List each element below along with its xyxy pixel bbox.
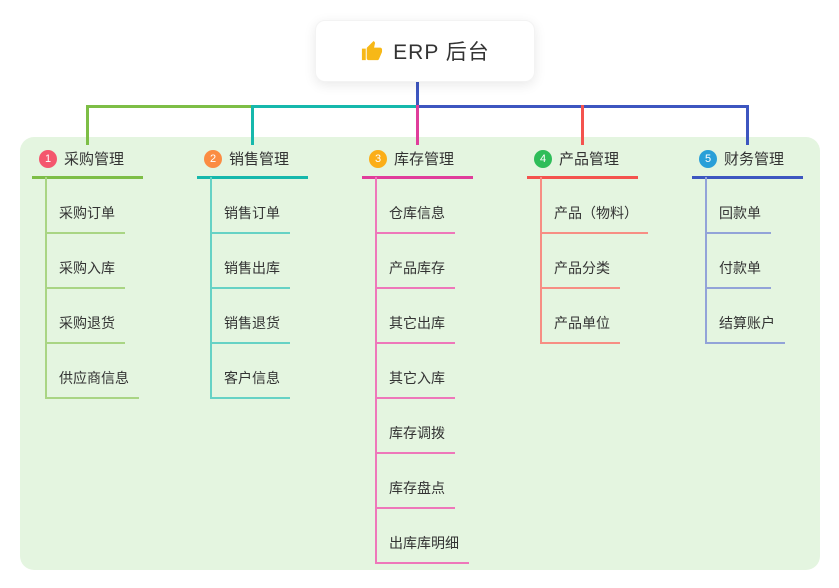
branch-trunk-line [540,177,542,344]
mindmap-node[interactable]: 产品分类 [540,258,620,289]
branch-item-row: 产品分类 [527,234,687,289]
mindmap-node[interactable]: 结算账户 [705,313,785,344]
mindmap-node[interactable]: 出库库明细 [375,533,469,564]
branch-column: 3 库存管理 仓库信息产品库存其它出库其它入库库存调拨库存盘点出库库明细 [362,148,522,564]
branch-title: 库存管理 [394,151,455,168]
mindmap-node[interactable]: 采购入库 [45,258,125,289]
mindmap-node[interactable]: 库存调拨 [375,423,455,454]
branch-item-row: 产品单位 [527,289,687,344]
branch-drop-line [251,105,254,145]
branch-number-badge: 2 [204,149,222,168]
mindmap-node[interactable]: 仓库信息 [375,203,455,234]
branch-column: 5 财务管理 回款单付款单结算账户 [692,148,839,344]
mindmap-node[interactable]: 客户信息 [210,368,290,399]
branch-item-row: 采购订单 [32,179,192,234]
mindmap-node[interactable]: 产品（物料） [540,203,648,234]
branch-drop-line [416,105,419,145]
branch-number-badge: 3 [369,149,387,168]
branch-item-row: 库存盘点 [362,454,522,509]
mindmap-node[interactable]: 库存盘点 [375,478,455,509]
thumbs-up-icon [362,40,383,60]
branch-item-row: 销售订单 [197,179,357,234]
branch-header-node[interactable]: 5 财务管理 [692,148,804,179]
branch-drop-line [581,105,584,145]
branch-column: 4 产品管理 产品（物料） 产品分类产品单位 [527,148,687,344]
branch-item-row: 销售出库 [197,234,357,289]
branch-item-row: 付款单 [692,234,839,289]
branch-item-row: 供应商信息 [32,344,192,399]
branch-title: 采购管理 [64,151,125,168]
mindmap-node[interactable]: 产品单位 [540,313,620,344]
branch-items: 采购订单采购入库采购退货供应商信息 [32,177,192,399]
branch-items: 产品（物料） 产品分类产品单位 [527,177,687,344]
root-node-title: ERP 后台 [393,41,490,64]
branch-trunk-line [375,177,377,564]
branch-item-row: 仓库信息 [362,179,522,234]
mindmap-node[interactable]: 供应商信息 [45,368,139,399]
mindmap-node[interactable]: 采购退货 [45,313,125,344]
branch-items: 回款单付款单结算账户 [692,177,839,344]
branch-item-row: 结算账户 [692,289,839,344]
mindmap-node[interactable]: 销售退货 [210,313,290,344]
branch-item-row: 库存调拨 [362,399,522,454]
mindmap-node[interactable]: 回款单 [705,203,771,234]
branch-item-row: 产品（物料） [527,179,687,234]
branch-drop-line [86,105,89,145]
branch-column: 1 采购管理 采购订单采购入库采购退货供应商信息 [32,148,192,399]
branch-header-node[interactable]: 2 销售管理 [197,148,309,179]
branch-item-row: 采购入库 [32,234,192,289]
mindmap-node[interactable]: 其它出库 [375,313,455,344]
branch-column: 2 销售管理 销售订单销售出库销售退货客户信息 [197,148,357,399]
branches-panel [20,137,820,570]
branch-rail-left [86,105,254,108]
branch-header-node[interactable]: 1 采购管理 [32,148,144,179]
branch-item-row: 出库库明细 [362,509,522,564]
branch-item-row: 其它出库 [362,289,522,344]
mindmap-node[interactable]: 付款单 [705,258,771,289]
branch-trunk-line [705,177,707,344]
branch-item-row: 回款单 [692,179,839,234]
root-node-erp[interactable]: ERP 后台 [315,20,535,82]
branch-item-row: 其它入库 [362,344,522,399]
branch-title: 产品管理 [559,151,620,168]
mindmap-node[interactable]: 产品库存 [375,258,455,289]
branch-trunk-line [45,177,47,399]
branch-number-badge: 4 [534,149,552,168]
branch-title: 财务管理 [724,151,785,168]
branch-header-node[interactable]: 4 产品管理 [527,148,639,179]
branch-number-badge: 1 [39,149,57,168]
mindmap-node[interactable]: 其它入库 [375,368,455,399]
branch-item-row: 销售退货 [197,289,357,344]
mindmap-node[interactable]: 销售订单 [210,203,290,234]
branch-title: 销售管理 [229,151,290,168]
branch-item-row: 客户信息 [197,344,357,399]
branch-items: 销售订单销售出库销售退货客户信息 [197,177,357,399]
branch-rail-center [251,105,419,108]
root-stem-line [416,82,419,105]
branch-trunk-line [210,177,212,399]
mindmap-node[interactable]: 销售出库 [210,258,290,289]
branch-number-badge: 5 [699,149,717,168]
branch-item-row: 产品库存 [362,234,522,289]
mindmap-node[interactable]: 采购订单 [45,203,125,234]
branch-item-row: 采购退货 [32,289,192,344]
branch-drop-line [746,105,749,145]
branch-items: 仓库信息产品库存其它出库其它入库库存调拨库存盘点出库库明细 [362,177,522,564]
branch-header-node[interactable]: 3 库存管理 [362,148,474,179]
